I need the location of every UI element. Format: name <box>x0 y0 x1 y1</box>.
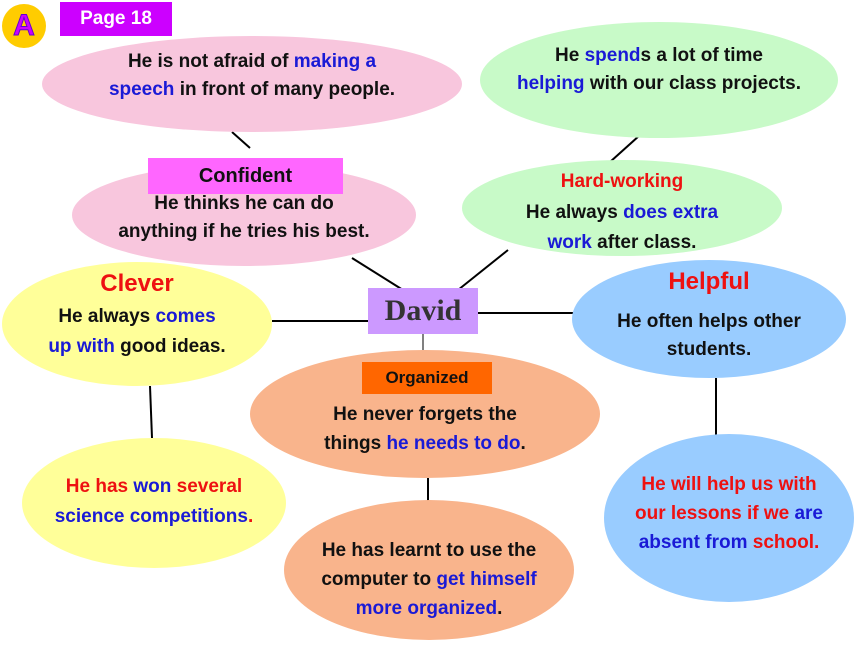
confident-label: Confident <box>148 158 343 194</box>
line-david-hardworking <box>457 249 509 291</box>
organized-desc: He never forgets the things he needs to … <box>324 404 526 454</box>
confident-example-bubble <box>42 36 462 132</box>
organized-label: Organized <box>362 362 492 394</box>
line-hardworking-example <box>609 134 641 163</box>
clever-example-text: He has won several science competitions. <box>54 476 254 527</box>
organized-example-bubble <box>284 500 574 640</box>
helpful-example-bubble <box>604 434 854 602</box>
clever-example-bubble <box>22 438 286 568</box>
hardworking-label: Hard-working <box>560 171 684 192</box>
badge-circle <box>2 4 46 48</box>
clever-label: Clever <box>100 270 174 297</box>
clever-bubble <box>2 262 272 386</box>
center-node-david: David <box>368 288 478 334</box>
line-confident-example <box>231 131 251 149</box>
helpful-bubble <box>572 260 846 378</box>
hardworking-bubble <box>462 160 782 256</box>
badge-letter: A <box>13 9 36 43</box>
confident-example-text: He is not afraid of making a speech in f… <box>108 51 396 100</box>
hardworking-example-text: He spends a lot of time helping with our… <box>516 45 801 94</box>
helpful-example-text: He will help us with our lessons if we a… <box>635 474 823 553</box>
page-label: Page 18 <box>60 2 172 36</box>
helpful-label: Helpful <box>668 268 750 295</box>
hardworking-example-bubble <box>480 22 838 138</box>
clever-desc: He always comes up with good ideas. <box>48 306 226 357</box>
line-clever-example <box>149 385 153 439</box>
hardworking-desc: He always does extra work after class. <box>525 202 719 253</box>
organized-example-text: He has learnt to use the computer to get… <box>321 540 537 619</box>
line-david-confident <box>351 257 404 291</box>
